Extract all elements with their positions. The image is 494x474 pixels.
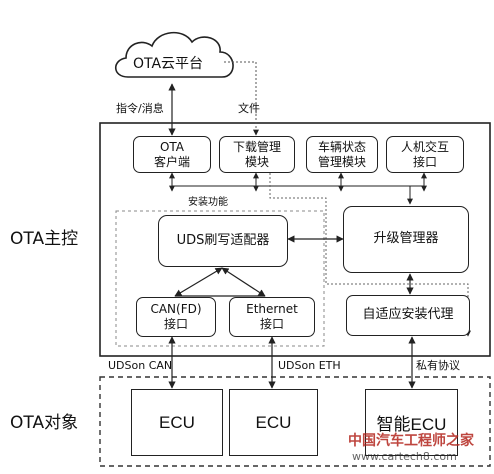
- can-fd-interface: CAN(FD) 接口: [136, 297, 216, 337]
- master-frame: [99, 122, 491, 357]
- vehicle-state-line1: 车辆状态: [317, 139, 366, 154]
- hmi-interface-module: 人机交互 接口: [386, 136, 464, 173]
- uds-flash-adapter: UDS刷写适配器: [158, 215, 288, 267]
- adaptive-install-agent: 自适应安装代理: [346, 295, 470, 336]
- ota-client-line1: OTA: [159, 139, 185, 154]
- upgrade-manager: 升级管理器: [343, 206, 469, 273]
- ota-client-module: OTA 客户端: [133, 136, 211, 173]
- ethernet-interface: Ethernet 接口: [229, 297, 315, 337]
- watermark-cn: 中国汽车工程师之家: [348, 433, 474, 449]
- cmd-msg-label: 指令/消息: [116, 102, 164, 115]
- hmi-line1: 人机交互: [400, 139, 449, 154]
- vehicle-state-module: 车辆状态 管理模块: [306, 136, 378, 173]
- smart-ecu-box: 智能ECU: [365, 389, 458, 456]
- master-section-label: OTA主控: [10, 229, 79, 249]
- hmi-line2: 接口: [412, 154, 437, 169]
- can-fd-line1: CAN(FD): [150, 302, 202, 316]
- install-region: [115, 210, 325, 347]
- uds-can-label: UDSon CAN: [108, 359, 173, 372]
- ecu-box-2: ECU: [229, 389, 318, 456]
- cloud-label: OTA云平台: [133, 56, 204, 72]
- download-manager-line2: 模块: [244, 154, 269, 169]
- ota-client-line2: 客户端: [153, 154, 190, 169]
- cloud-shape: [114, 31, 234, 78]
- install-func-label: 安装功能: [188, 197, 228, 208]
- ethernet-line1: Ethernet: [246, 302, 298, 316]
- file-dotted-path: [224, 61, 259, 136]
- vehicle-state-line2: 管理模块: [317, 154, 366, 169]
- can-fd-line2: 接口: [163, 317, 188, 331]
- private-proto-label: 私有协议: [416, 359, 460, 372]
- ecu-box-1: ECU: [131, 389, 223, 456]
- download-manager-line1: 下载管理: [232, 139, 281, 154]
- watermark-url: www.cartech8.com: [352, 450, 457, 463]
- target-frame: [99, 376, 491, 467]
- target-section-label: OTA对象: [10, 413, 79, 433]
- adaptive-agent-label: 自适应安装代理: [362, 307, 454, 323]
- ecu-1-label: ECU: [159, 412, 195, 432]
- ecu-2-label: ECU: [255, 412, 292, 432]
- download-manager-module: 下载管理 模块: [219, 136, 295, 173]
- file-label: 文件: [238, 102, 260, 115]
- uds-eth-label: UDSon ETH: [278, 359, 341, 372]
- smart-ecu-label: 智能ECU: [376, 415, 447, 434]
- ethernet-line2: 接口: [259, 317, 284, 331]
- upgrade-manager-label: 升级管理器: [373, 231, 439, 247]
- uds-adapter-label: UDS刷写适配器: [176, 232, 270, 248]
